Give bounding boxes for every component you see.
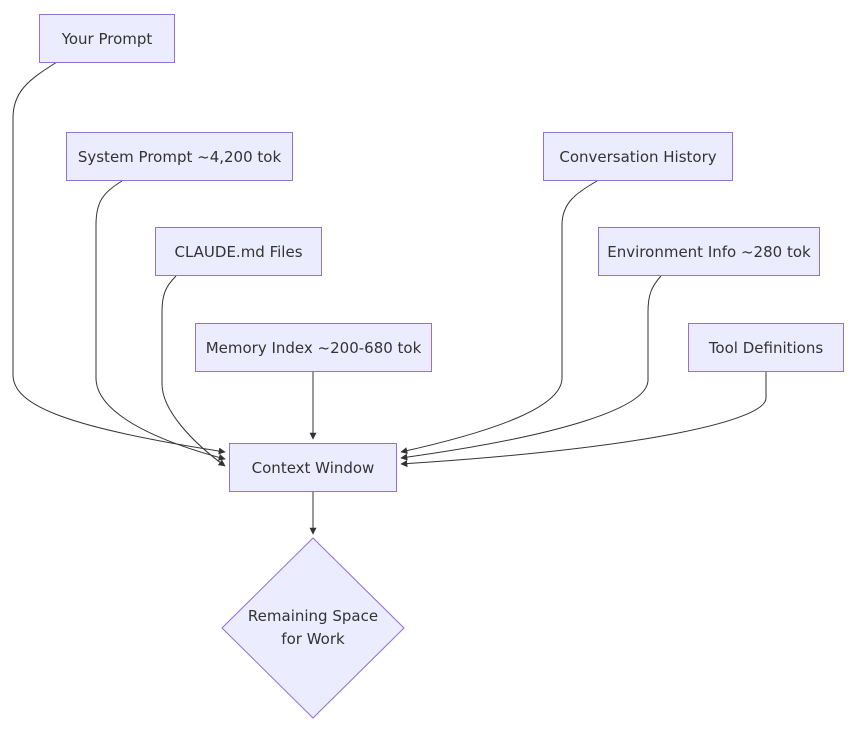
node-conversation-history: Conversation History [543, 132, 733, 181]
node-your-prompt-label: Your Prompt [61, 29, 153, 48]
edge-conversation-history-to-context-window [400, 180, 598, 455]
node-memory-index: Memory Index ~200-680 tok [195, 323, 432, 372]
node-claude-md-files-label: CLAUDE.md Files [174, 242, 303, 261]
node-tool-definitions-label: Tool Definitions [708, 338, 824, 357]
node-conversation-history-label: Conversation History [559, 147, 717, 166]
node-system-prompt-label: System Prompt ~4,200 tok [77, 147, 282, 166]
node-context-window: Context Window [229, 443, 397, 492]
edge-environment-info-to-context-window [400, 275, 662, 461]
edge-claude-md-files-to-context-window [161, 275, 226, 467]
node-tool-definitions: Tool Definitions [688, 323, 844, 372]
node-remaining-space-label-line2: for Work [281, 630, 345, 648]
edge-system-prompt-to-context-window [95, 180, 226, 461]
edge-your-prompt-to-context-window [12, 61, 226, 455]
node-your-prompt: Your Prompt [39, 14, 175, 63]
node-claude-md-files: CLAUDE.md Files [155, 227, 322, 276]
remaining-space-diamond-shape [221, 537, 405, 719]
node-environment-info: Environment Info ~280 tok [598, 227, 820, 276]
node-remaining-space-label-line1: Remaining Space [247, 607, 379, 625]
node-environment-info-label: Environment Info ~280 tok [607, 242, 811, 261]
node-remaining-space-label: Remaining Space for Work [233, 603, 393, 653]
node-memory-index-label: Memory Index ~200-680 tok [205, 338, 422, 357]
edge-tool-definitions-to-context-window [400, 372, 767, 468]
node-system-prompt: System Prompt ~4,200 tok [66, 132, 293, 181]
node-context-window-label: Context Window [251, 458, 375, 477]
